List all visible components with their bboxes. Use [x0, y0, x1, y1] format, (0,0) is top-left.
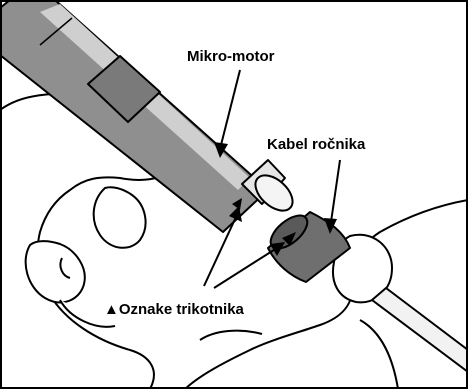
handpiece-cable-label: Kabel ročnika — [267, 137, 365, 152]
micro-motor-label: Mikro-motor — [187, 49, 275, 64]
motor-leader-line — [221, 70, 240, 145]
marks-leader-line-right — [214, 248, 277, 288]
cable-leader-line — [331, 160, 340, 222]
triangle-marks-label: ▲Oznake trikotnika — [104, 302, 244, 317]
